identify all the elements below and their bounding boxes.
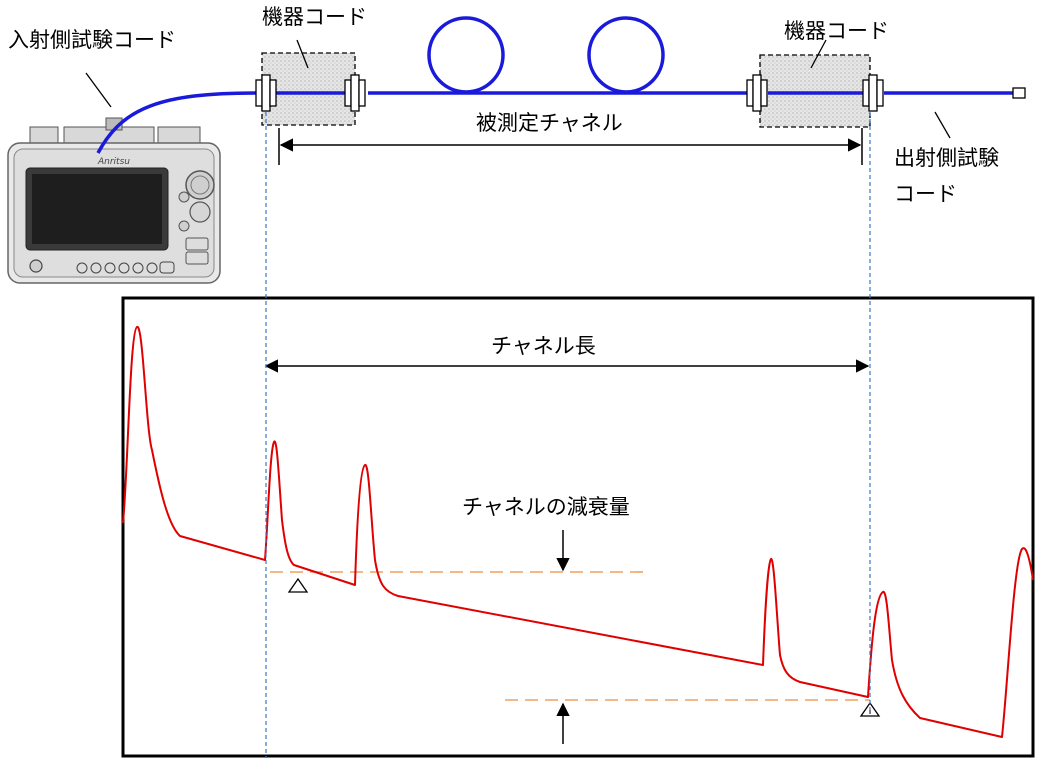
equipment-cord-box-left: [261, 52, 356, 126]
equipment-cord-box-right: [759, 54, 871, 128]
equipment-cord-right-label: 機器コード: [784, 19, 889, 43]
channel-length-label: チャネル長: [491, 334, 596, 358]
fiber-loop-2: [587, 16, 665, 94]
otdr-trace-frame: [121, 296, 1035, 758]
equipment-cord-left-label: 機器コード: [262, 5, 367, 29]
power-button-icon: [29, 259, 43, 273]
connector-2: [344, 74, 366, 112]
connector-4: [862, 74, 884, 112]
output-test-cord-label-line1: 出射側試験: [894, 146, 999, 170]
connector-1: [255, 74, 277, 112]
fiber-end-connector: [1012, 87, 1026, 99]
fiber-loop-1: [427, 16, 505, 94]
direction-pad-icon: [189, 201, 211, 223]
device-brand-label: Anritsu: [97, 157, 130, 167]
channel-dimension-line: [278, 128, 863, 165]
channel-under-test-label: 被測定チャネル: [476, 111, 623, 135]
connector-3: [746, 74, 768, 112]
callout-leaders: [85, 39, 951, 139]
otdr-device-icon: Anritsu: [7, 117, 221, 284]
input-test-cord-label: 入射側試験コード: [8, 28, 176, 52]
channel-loss-label: チャネルの減衰量: [462, 495, 630, 519]
event-marker-start: [287, 577, 309, 593]
output-test-cord-label-line2: コード: [894, 182, 957, 206]
otdr-trace: [122, 325, 1034, 738]
rotary-knob-icon: [185, 170, 215, 200]
